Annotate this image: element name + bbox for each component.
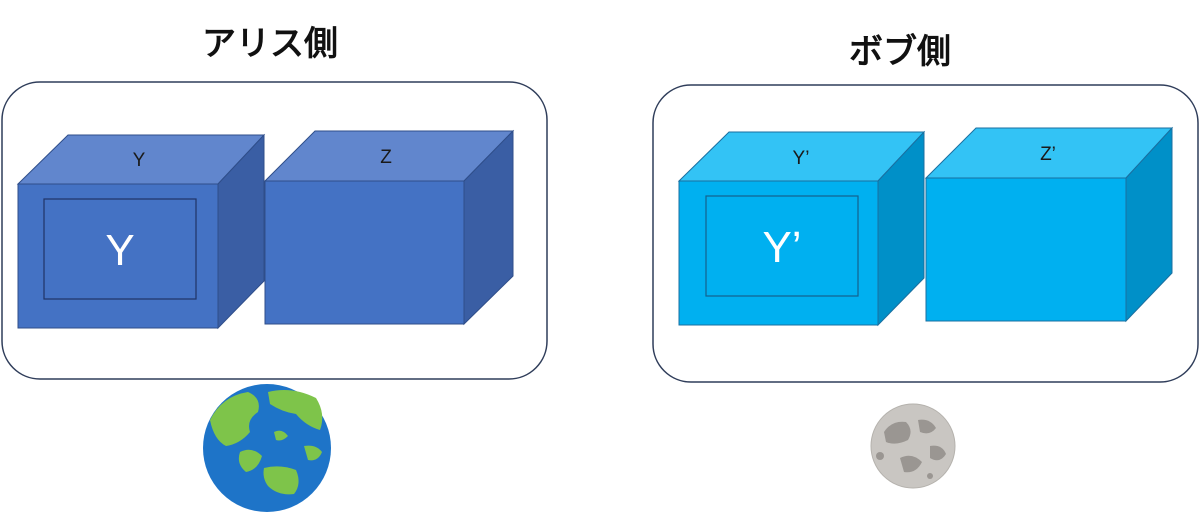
- bob-inner-frame: [705, 195, 859, 297]
- alice-box-z-label: Z: [380, 147, 392, 168]
- alice-inner-label: Y: [105, 226, 134, 275]
- bob-box-y-label: Y’: [793, 148, 810, 169]
- moon-icon: [870, 403, 956, 489]
- bob-side-title: ボブ側: [849, 32, 951, 72]
- bob-box-z-label: Z’: [1040, 144, 1056, 165]
- alice-box-z-front: [264, 180, 465, 325]
- alice-inner-frame: [43, 198, 197, 300]
- alice-side-title: アリス側: [202, 24, 338, 64]
- bob-box-z: Z’: [924, 126, 1174, 323]
- alice-box-y-front: [17, 183, 219, 329]
- bob-box-y-front: [678, 180, 879, 326]
- bob-box-y: Y’ Y’: [677, 130, 926, 327]
- alice-box-y-label: Y: [133, 150, 146, 171]
- alice-box-z: Z: [263, 129, 515, 326]
- alice-box-y: Y Y: [16, 133, 266, 330]
- bob-box-z-front: [925, 177, 1127, 322]
- alice-panel: [1, 81, 548, 380]
- earth-icon: [203, 384, 331, 512]
- bob-panel: [652, 84, 1199, 383]
- bob-inner-label: Y’: [762, 223, 801, 272]
